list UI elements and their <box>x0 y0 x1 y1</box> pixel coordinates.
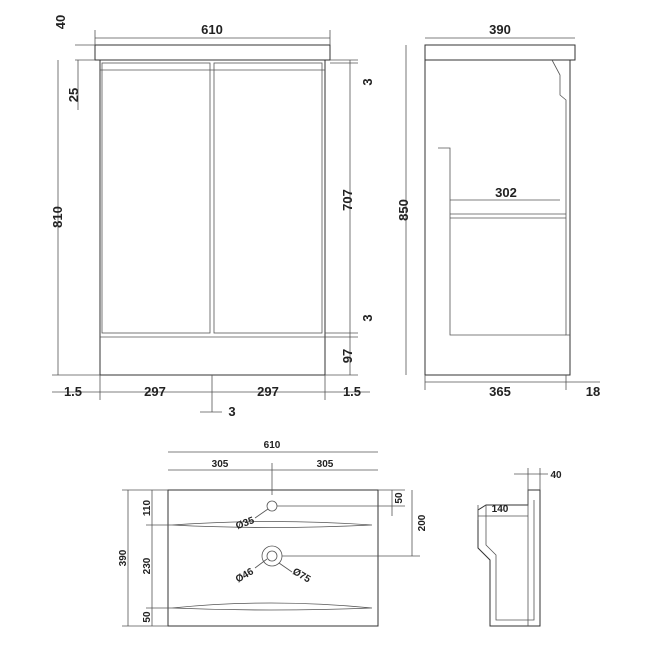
dim-basin-half-right: 305 <box>317 459 334 470</box>
front-door-right <box>213 62 323 334</box>
basin-section-inner <box>485 500 535 621</box>
dim-waste-distance: 200 <box>417 514 428 531</box>
basin-bowl-rear-edge <box>171 602 373 611</box>
dim-door-gap: 3 <box>228 404 235 419</box>
front-door-left <box>101 62 211 334</box>
basin-bowl-front-edge <box>171 521 373 528</box>
dim-basin-center-distance: 230 <box>142 557 153 574</box>
dim-side-height: 850 <box>396 199 411 221</box>
dim-basin-half-left: 305 <box>212 459 229 470</box>
side-view: 390 850 302 365 18 <box>396 22 600 399</box>
basin-section: 40 140 <box>477 468 562 627</box>
side-internal-frame <box>438 147 566 336</box>
tap-hole <box>266 500 278 512</box>
dim-waste-inner-dia: Ø46 <box>234 566 256 585</box>
side-door-profile <box>551 59 570 336</box>
dim-tap-hole-offset: 50 <box>394 492 405 504</box>
dim-internal-depth: 302 <box>495 185 517 200</box>
side-worktop <box>424 44 576 61</box>
leader-waste-inner <box>254 558 268 569</box>
dim-gap-top: 3 <box>360 78 375 85</box>
dim-gap-bottom: 3 <box>360 314 375 321</box>
dim-door-left-width: 297 <box>144 384 166 399</box>
dim-side-top-depth: 390 <box>489 22 511 37</box>
dim-door-right-width: 297 <box>257 384 279 399</box>
dim-basin-depth: 390 <box>118 549 129 566</box>
dim-front-width: 610 <box>201 22 223 37</box>
basin-section-profile <box>477 489 541 627</box>
basin-plan: 610 305 305 390 110 230 50 50 200 Ø35 Ø4… <box>118 440 428 627</box>
dim-plinth-height: 97 <box>340 349 355 363</box>
waste-inner <box>266 550 278 562</box>
leader-tap-dia <box>254 508 269 519</box>
dim-basin-bottom-margin: 50 <box>142 611 153 623</box>
dim-right-edge: 1.5 <box>343 384 361 399</box>
dim-carcass-depth: 365 <box>489 384 511 399</box>
dim-door-thickness: 18 <box>586 384 600 399</box>
dim-worktop-height: 40 <box>53 15 68 29</box>
side-carcass <box>424 60 571 376</box>
dim-waste-outer-dia: Ø75 <box>290 566 312 585</box>
dim-front-height: 810 <box>50 206 65 228</box>
dim-basin-width: 610 <box>264 440 281 451</box>
leader-waste-outer <box>278 562 293 573</box>
dim-door-top-gap: 25 <box>66 88 81 102</box>
dim-basin-top-margin: 110 <box>142 499 153 516</box>
basin-outline <box>167 489 379 627</box>
dim-tap-hole-dia: Ø35 <box>234 515 256 532</box>
dim-rim-thickness: 40 <box>550 470 562 481</box>
dim-left-edge: 1.5 <box>64 384 82 399</box>
front-carcass <box>99 59 326 376</box>
dim-bowl-depth: 140 <box>492 504 509 515</box>
dim-door-height: 707 <box>340 189 355 211</box>
front-worktop <box>94 44 331 61</box>
front-view: 610 40 25 810 3 707 3 97 1.5 297 297 1.5… <box>50 15 375 419</box>
